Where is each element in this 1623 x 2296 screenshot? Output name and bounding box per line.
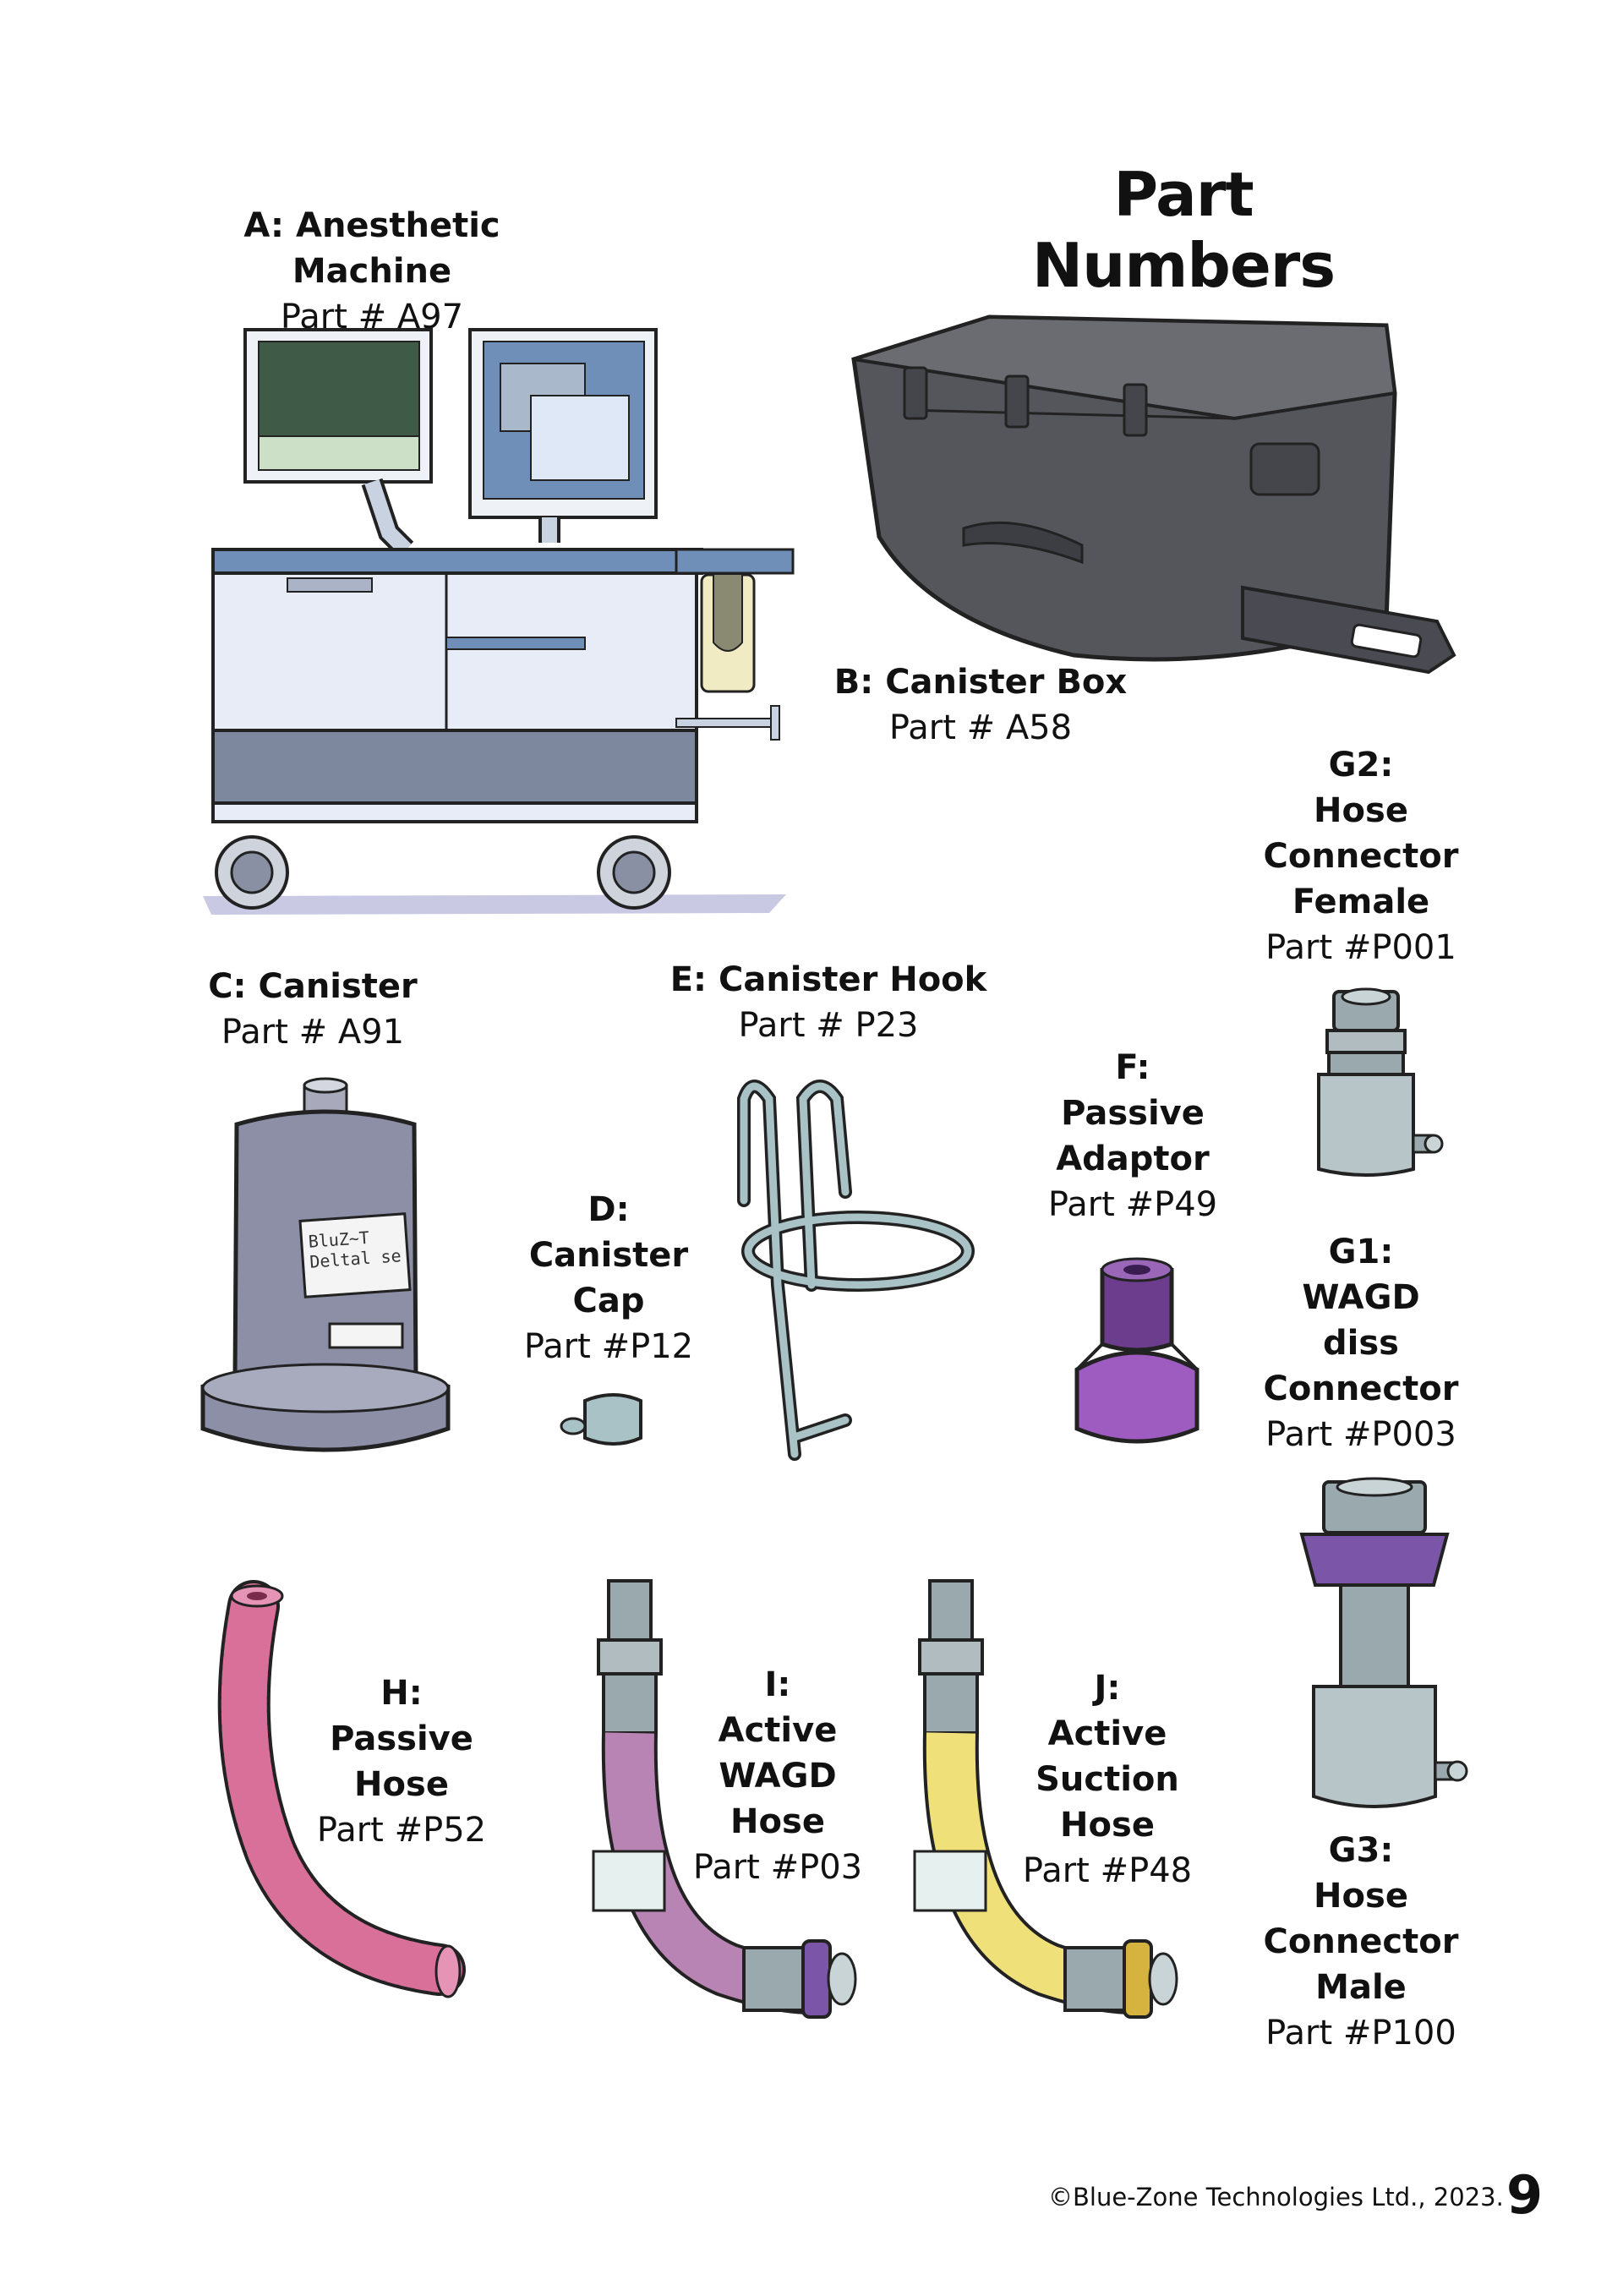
part-number: Part #P52 <box>316 1811 487 1850</box>
part-title: C: Canister <box>208 967 418 1006</box>
part-title: G2: Hose Connector Female <box>1263 746 1459 921</box>
part-number: Part # P23 <box>738 1006 919 1045</box>
part-number: Part #P48 <box>1022 1851 1193 1890</box>
label-hose-connector-male: G3: Hose Connector Male Part #P100 <box>1226 1828 1496 2056</box>
label-canister-cap: D: Canister Cap Part #P12 <box>490 1187 727 1369</box>
part-number: Part #P001 <box>1265 928 1456 967</box>
label-active-wagd-hose: I: Active WAGD Hose Part #P03 <box>668 1662 888 1890</box>
label-hose-connector-female: G2: Hose Connector Female Part #P001 <box>1226 742 1496 970</box>
label-canister: C: Canister Part # A91 <box>186 964 440 1055</box>
label-passive-hose: H: Passive Hose Part #P52 <box>287 1670 516 1853</box>
part-title: H: Passive Hose <box>330 1674 473 1804</box>
label-wagd-diss-connector: G1: WAGD diss Connector Part #P003 <box>1226 1229 1496 1457</box>
label-canister-box: B: Canister Box Part # A58 <box>828 659 1133 751</box>
part-number: Part #P49 <box>1047 1185 1218 1224</box>
part-title: I: Active WAGD Hose <box>718 1665 838 1841</box>
label-passive-adaptor: F: Passive Adaptor Part #P49 <box>1014 1045 1251 1227</box>
passive-adaptor-illustration <box>1074 1257 1199 1444</box>
part-title: D: Canister Cap <box>528 1190 689 1320</box>
hose-connector-female-illustration <box>1317 987 1444 1177</box>
anesthetic-machine-illustration <box>203 328 795 915</box>
part-title: G1: WAGD diss Connector <box>1263 1233 1459 1408</box>
part-number: Part # A91 <box>221 1013 405 1052</box>
part-title: G3: Hose Connector Male <box>1263 1831 1459 2007</box>
part-title: E: Canister Hook <box>669 960 987 999</box>
canister-label-line1: BluZ~T <box>308 1227 370 1252</box>
part-number: Part #P03 <box>692 1848 863 1887</box>
active-wagd-hose-illustration <box>592 1579 857 2019</box>
part-title: F: Passive Adaptor <box>1056 1048 1210 1178</box>
canister-illustration: BluZ~T Deltal se <box>200 1077 451 1452</box>
part-number: Part #P12 <box>523 1327 694 1366</box>
page-number: 9 <box>1506 2164 1544 2226</box>
part-title: J: Active Suction Hose <box>1036 1669 1179 1845</box>
copyright-notice: ©Blue-Zone Technologies Ltd., 2023. <box>1048 2183 1504 2211</box>
part-title: A: Anesthetic Machine <box>243 206 500 291</box>
part-title: B: Canister Box <box>833 663 1128 702</box>
wagd-diss-connector-illustration <box>1299 1477 1468 1808</box>
passive-hose-illustration <box>217 1580 466 1998</box>
part-number: Part #P100 <box>1265 2014 1456 2053</box>
label-anesthetic-machine: A: Anesthetic Machine Part # A97 <box>169 203 575 340</box>
label-canister-hook: E: Canister Hook Part # P23 <box>668 957 989 1048</box>
part-number: Part # A58 <box>888 708 1073 747</box>
label-active-suction-hose: J: Active Suction Hose Part #P48 <box>997 1665 1217 1894</box>
page-title: Part Numbers <box>1031 159 1336 301</box>
canister-cap-illustration <box>560 1393 642 1446</box>
active-suction-hose-illustration <box>913 1579 1178 2019</box>
canister-box-illustration <box>851 314 1456 675</box>
part-number: Part #P003 <box>1265 1415 1456 1454</box>
canister-hook-illustration <box>737 1080 975 1461</box>
